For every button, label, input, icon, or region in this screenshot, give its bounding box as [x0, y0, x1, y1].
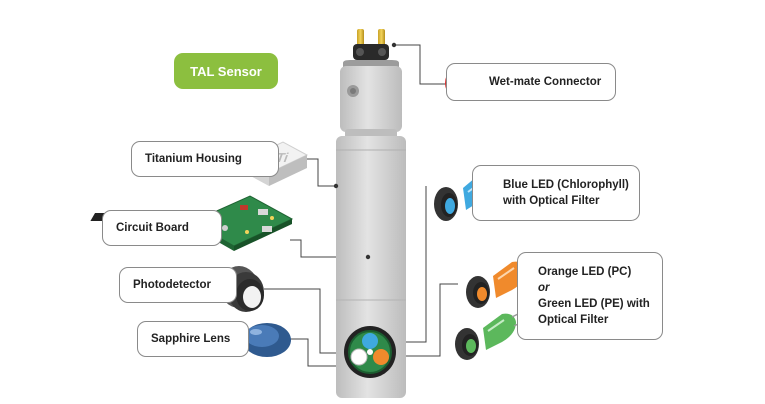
- label-photodetector: Photodetector: [119, 267, 237, 303]
- leader-sapphire: [290, 338, 350, 367]
- label-orange-line3: Optical Filter: [538, 314, 609, 326]
- diagram-title: TAL Sensor: [174, 53, 278, 89]
- label-titanium-text: Titanium Housing: [145, 153, 242, 165]
- leader-orange-led: [392, 283, 458, 357]
- label-orange-line1: Orange LED (PC): [538, 266, 632, 278]
- leader-wet-mate: [394, 44, 447, 85]
- sapphire-lens-icon: [243, 323, 291, 357]
- label-photodetector-text: Photodetector: [133, 279, 211, 291]
- label-sapphire-text: Sapphire Lens: [151, 333, 231, 345]
- leader-photodetector: [264, 288, 350, 354]
- label-circuit-board: Circuit Board: [102, 210, 222, 246]
- label-blue-led: Blue LED (Chlorophyll) with Optical Filt…: [472, 165, 640, 221]
- sensor-face: [344, 326, 396, 378]
- label-wet-mate-connector: Wet-mate Connector: [446, 63, 616, 101]
- label-orange-line2: Green LED (PE) with: [538, 298, 650, 310]
- face-orange-led: [373, 349, 389, 365]
- label-titanium-housing: Titanium Housing: [131, 141, 279, 177]
- label-blue-led-line2: with Optical Filter: [503, 195, 600, 207]
- leader-titanium: [300, 158, 334, 187]
- label-sapphire-lens: Sapphire Lens: [137, 321, 249, 357]
- label-orange-green-led: Orange LED (PC) or Green LED (PE) with O…: [517, 252, 663, 340]
- face-sapphire: [350, 348, 368, 366]
- connector-pin-left: [357, 29, 364, 47]
- green-led-icon: [455, 310, 527, 360]
- connector-pin-right: [378, 29, 385, 47]
- label-orange-or: or: [538, 282, 550, 294]
- leader-circuit: [290, 239, 368, 258]
- face-blue-led: [362, 333, 378, 349]
- label-blue-led-line1: Blue LED (Chlorophyll): [503, 179, 629, 191]
- label-circuit-text: Circuit Board: [116, 222, 189, 234]
- label-wet-mate-text: Wet-mate Connector: [489, 76, 602, 88]
